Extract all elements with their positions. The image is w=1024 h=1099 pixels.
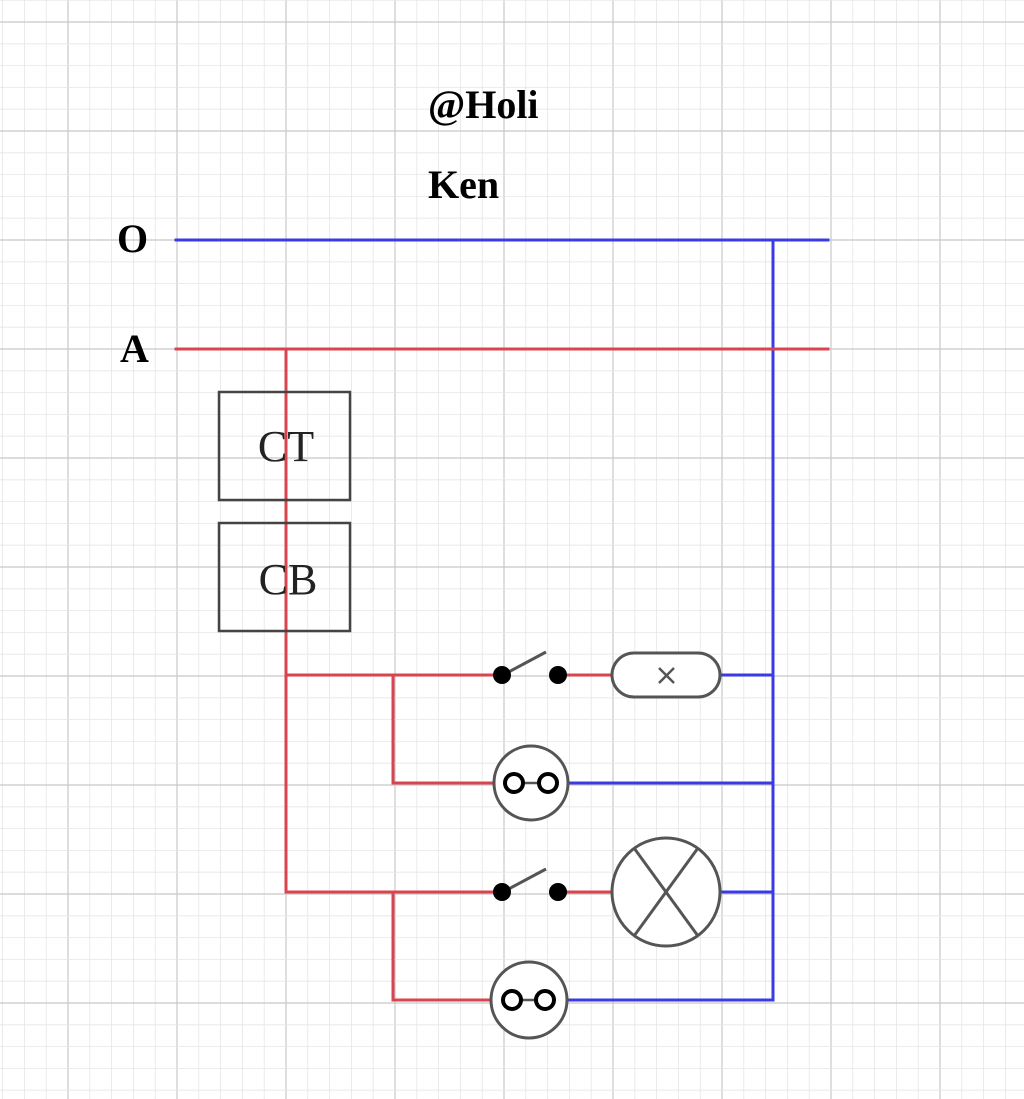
meter-label: CT: [258, 422, 314, 471]
phase-wiring: [174, 347, 830, 1002]
switch-icon: [493, 867, 567, 901]
fluorescent-lamp-icon: [610, 651, 722, 699]
neutral-wiring: [174, 238, 830, 1002]
socket-icon: [489, 960, 569, 1040]
header-line-1: @Holi: [428, 82, 539, 127]
socket-icon: [492, 744, 570, 822]
switch-icon: [493, 650, 567, 684]
neutral-rail-label: O: [117, 216, 148, 261]
lamp-icon: [610, 836, 722, 948]
breaker-label: CB: [259, 555, 318, 604]
header-line-2: Ken: [428, 162, 499, 207]
breaker-box: CB: [217, 521, 352, 633]
meter-box: CT: [217, 390, 352, 502]
phase-rail-label: A: [120, 326, 149, 371]
